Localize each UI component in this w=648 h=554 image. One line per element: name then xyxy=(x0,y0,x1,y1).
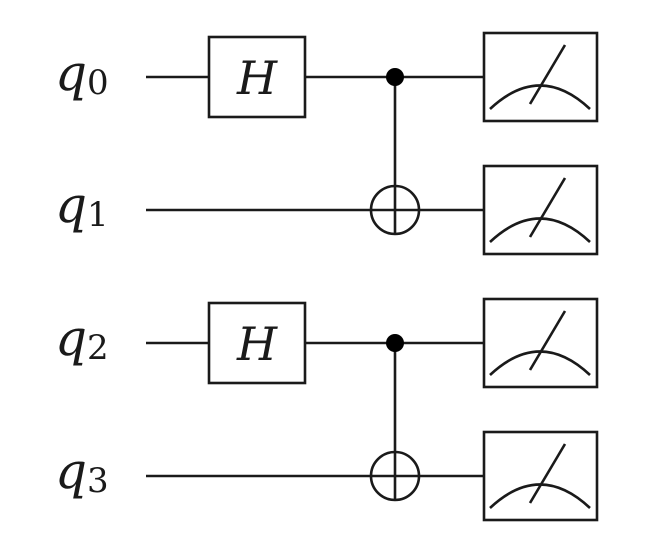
hadamard-gate-q0: H xyxy=(207,35,307,119)
cnot-control-dot-q0 xyxy=(386,68,404,86)
qubit-label-2: q2 xyxy=(55,309,109,368)
measurement-meter-q0 xyxy=(482,31,599,123)
meter-needle-icon-q1 xyxy=(528,177,567,238)
hadamard-label-q2: H xyxy=(236,317,278,371)
qubit-wires xyxy=(146,75,484,478)
qubit-labels: q0 q1 q2 q3 xyxy=(55,44,109,501)
hadamard-label-q0: H xyxy=(236,51,278,105)
qubit-label-1: q1 xyxy=(55,176,109,235)
cnot-control-dot-q2 xyxy=(386,334,404,352)
cnot-gate-q2-q3 xyxy=(369,334,421,502)
meter-needle-icon-q0 xyxy=(528,44,567,105)
measurement-meter-q2 xyxy=(482,297,599,389)
meter-needle-icon-q2 xyxy=(528,310,567,371)
qubit-label-0: q0 xyxy=(55,44,109,103)
measurement-meter-q1 xyxy=(482,164,599,256)
hadamard-gate-q2: H xyxy=(207,301,307,385)
meter-needle-icon-q3 xyxy=(528,443,567,504)
qubit-label-3: q3 xyxy=(55,442,109,501)
cnot-gate-q0-q1 xyxy=(369,68,421,236)
measurement-meter-q3 xyxy=(482,430,599,522)
